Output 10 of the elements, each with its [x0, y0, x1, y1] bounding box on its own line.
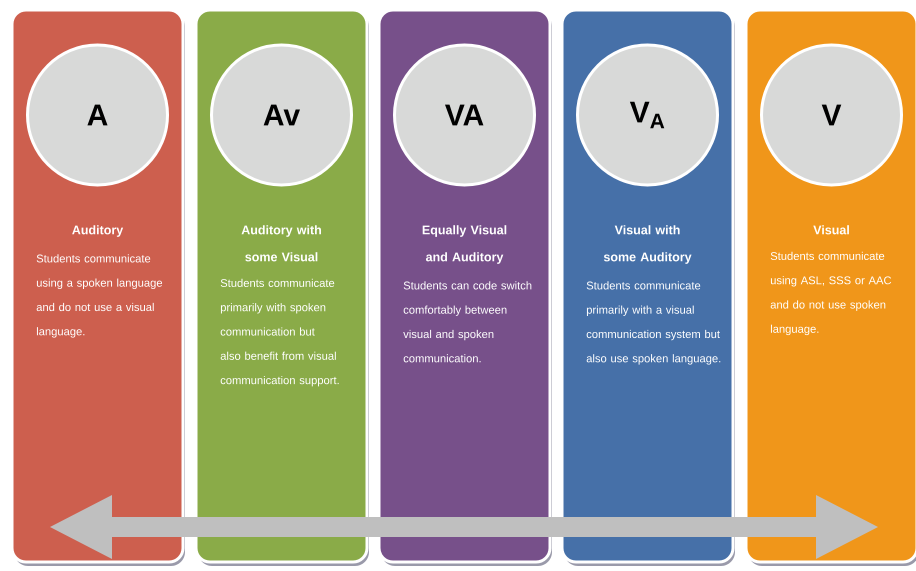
column-heading: Equally Visual and Auditory [422, 225, 506, 264]
column-text: Students communicate primarily with spoken communication but also benefit from visual communication support. [220, 278, 339, 386]
column-heading: Visual with some Auditory [604, 225, 692, 264]
column-text: Students communicate using ASL, SSS or AAC and do not use spoken language. [770, 252, 892, 336]
column-heading: Auditory [72, 225, 124, 237]
column-text: Students communicate using a spoken language and do not use a visual language. [36, 254, 162, 338]
column-heading: Auditory with some Visual [242, 225, 321, 262]
column-heading: Visual [813, 225, 849, 234]
column-text: Students can code switch comfortably between visual and spoken communication. [403, 281, 532, 362]
column-text: Students communicate primarily with a visual communication system but also use spoken language. [586, 281, 720, 365]
